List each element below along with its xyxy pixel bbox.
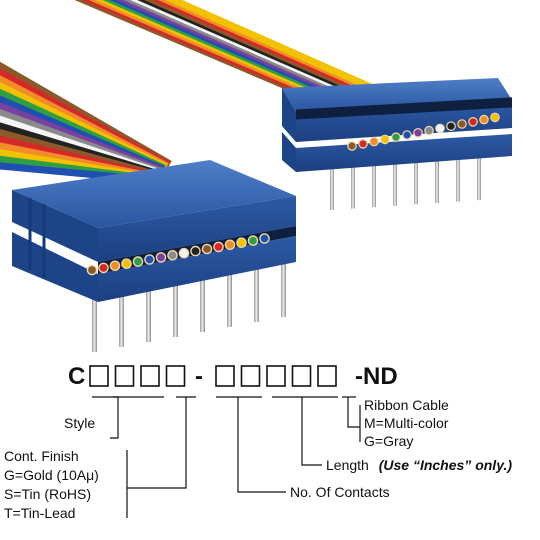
group1-box bbox=[89, 365, 109, 387]
connector-left bbox=[12, 160, 296, 352]
connector-pin bbox=[92, 290, 97, 352]
part-number-boxes-group2 bbox=[215, 365, 337, 387]
contacts-label: No. Of Contacts bbox=[290, 484, 390, 500]
wire-end bbox=[369, 136, 379, 147]
wire-end bbox=[155, 252, 167, 263]
ribbon-option-multicolor: M=Multi-color bbox=[364, 415, 449, 431]
ribbon-cable-assembly-image bbox=[0, 0, 512, 352]
upper-ribbon-wire bbox=[164, 0, 384, 96]
wire-end bbox=[424, 125, 434, 136]
group2-box bbox=[317, 365, 337, 387]
connector-right-pins bbox=[330, 150, 481, 210]
part-number-suffix: -ND bbox=[355, 363, 398, 390]
wire-end bbox=[109, 260, 121, 272]
connector-right-wire-ends bbox=[347, 112, 500, 151]
connector-pin bbox=[393, 155, 397, 206]
connector-pin bbox=[173, 275, 178, 337]
wire-end bbox=[121, 258, 132, 270]
group2-box bbox=[240, 365, 261, 387]
cont-finish-title: Cont. Finish bbox=[4, 448, 79, 464]
connector-pin bbox=[477, 150, 481, 201]
connector-pin bbox=[372, 157, 376, 208]
cont-finish-option-gold: G=Gold (10Aμ) bbox=[4, 467, 99, 483]
connector-pin bbox=[351, 158, 355, 209]
wire-end bbox=[468, 117, 478, 127]
connector-pin bbox=[330, 160, 334, 210]
wire-end bbox=[413, 128, 423, 138]
wire-end bbox=[391, 132, 401, 142]
ribbon-cable-upper bbox=[74, 0, 384, 96]
wire-end bbox=[144, 254, 155, 265]
connector-left-wire-ends bbox=[86, 233, 270, 276]
connector-pin bbox=[254, 260, 259, 322]
callout-lines bbox=[92, 396, 361, 518]
connector-right bbox=[282, 78, 512, 210]
connector-pin bbox=[200, 270, 205, 332]
wire-end bbox=[347, 141, 357, 151]
part-number-separator: - bbox=[195, 363, 203, 390]
connector-pin bbox=[435, 153, 439, 203]
labels: Style Cont. Finish G=Gold (10Aμ) S=Tin (… bbox=[4, 397, 512, 521]
group2-box bbox=[215, 365, 235, 387]
wire-end bbox=[201, 243, 213, 255]
wire-end bbox=[86, 264, 98, 276]
ribbon-cable-title: Ribbon Cable bbox=[364, 397, 449, 413]
wire-end bbox=[259, 233, 270, 244]
wire-end bbox=[358, 139, 368, 149]
wire-end bbox=[213, 241, 224, 253]
wire-end bbox=[402, 130, 412, 140]
cont-finish-option-tin: S=Tin (RoHS) bbox=[4, 486, 91, 502]
style-label: Style bbox=[64, 415, 95, 431]
connector-pin bbox=[414, 154, 418, 205]
connector-pin bbox=[456, 151, 460, 202]
connector-left-pins bbox=[92, 255, 286, 352]
ribbon-option-gray: G=Gray bbox=[364, 433, 413, 449]
part-number-code: C - -ND bbox=[68, 363, 398, 390]
wire-end bbox=[98, 262, 109, 274]
connector-pin bbox=[281, 255, 286, 317]
group1-box bbox=[140, 365, 160, 387]
wire-end bbox=[380, 134, 390, 145]
length-title: Length bbox=[326, 457, 369, 473]
length-note: (Use “Inches” only.) bbox=[379, 457, 513, 473]
wire-end bbox=[178, 247, 190, 259]
wire-end bbox=[224, 239, 236, 251]
group2-box bbox=[291, 365, 312, 387]
wire-end bbox=[446, 121, 456, 131]
connector-pin bbox=[227, 265, 232, 327]
cont-finish-option-tin-lead: T=Tin-Lead bbox=[4, 505, 75, 521]
wire-end bbox=[457, 119, 467, 129]
wire-end bbox=[167, 249, 178, 261]
wire-end bbox=[236, 237, 247, 248]
wire-end bbox=[190, 245, 201, 257]
wire-end bbox=[132, 256, 144, 267]
part-number-boxes-group1 bbox=[89, 365, 186, 387]
wire-end bbox=[247, 235, 259, 246]
connector-pin bbox=[146, 280, 151, 342]
wire-end bbox=[479, 114, 489, 125]
wire-end bbox=[435, 123, 445, 134]
group1-box bbox=[114, 365, 135, 387]
ribbon-cable-left bbox=[0, 61, 172, 184]
connector-pin bbox=[119, 285, 124, 347]
part-number-prefix: C bbox=[68, 363, 85, 390]
group2-box bbox=[266, 365, 286, 387]
wire-end bbox=[490, 112, 500, 123]
group1-box bbox=[165, 365, 186, 387]
length-label: Length (Use “Inches” only.) bbox=[326, 457, 512, 473]
